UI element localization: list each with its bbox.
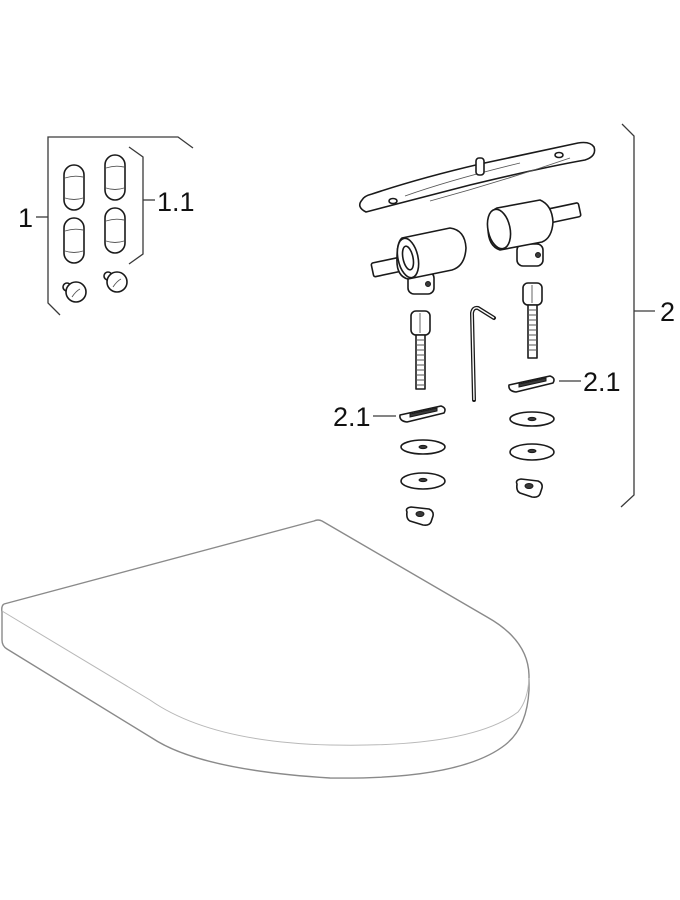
hinge-left-icon [370, 227, 467, 295]
plug-icon [104, 154, 126, 201]
label-2-1-left: 2.1 [333, 402, 371, 432]
bolt-right-icon [522, 282, 543, 359]
plug-icon [63, 217, 85, 264]
toilet-seat-icon [1, 519, 530, 779]
slotted-washer-left-icon [399, 405, 446, 423]
hex-key-inner [471, 307, 495, 401]
hinge-right-icon [486, 199, 582, 267]
cap-icon [103, 271, 128, 293]
hex-key-icon [470, 305, 496, 402]
label-1: 1 [18, 203, 33, 233]
washer-icon [400, 439, 446, 455]
plug-icon [104, 207, 126, 254]
cap-icon [62, 281, 87, 303]
slotted-washer-right-icon [508, 375, 555, 393]
bolt-left-icon [410, 310, 431, 390]
label-1-1: 1.1 [157, 187, 195, 217]
square-nut-left-icon [405, 506, 434, 526]
bracket-2 [620, 123, 635, 508]
plug-icon [63, 164, 85, 211]
bracket-1 [47, 136, 194, 316]
label-2: 2 [660, 297, 675, 327]
bracket-1-1 [128, 146, 144, 265]
square-nut-right-icon [515, 478, 543, 498]
label-2-1-right: 2.1 [583, 367, 621, 397]
mounting-plate-icon [358, 141, 596, 213]
group-1: 1 1.1 [18, 136, 195, 316]
washer-icon [509, 411, 555, 427]
washer-icon [509, 443, 555, 461]
group-2: 2 [333, 123, 675, 526]
washer-icon [400, 472, 446, 490]
